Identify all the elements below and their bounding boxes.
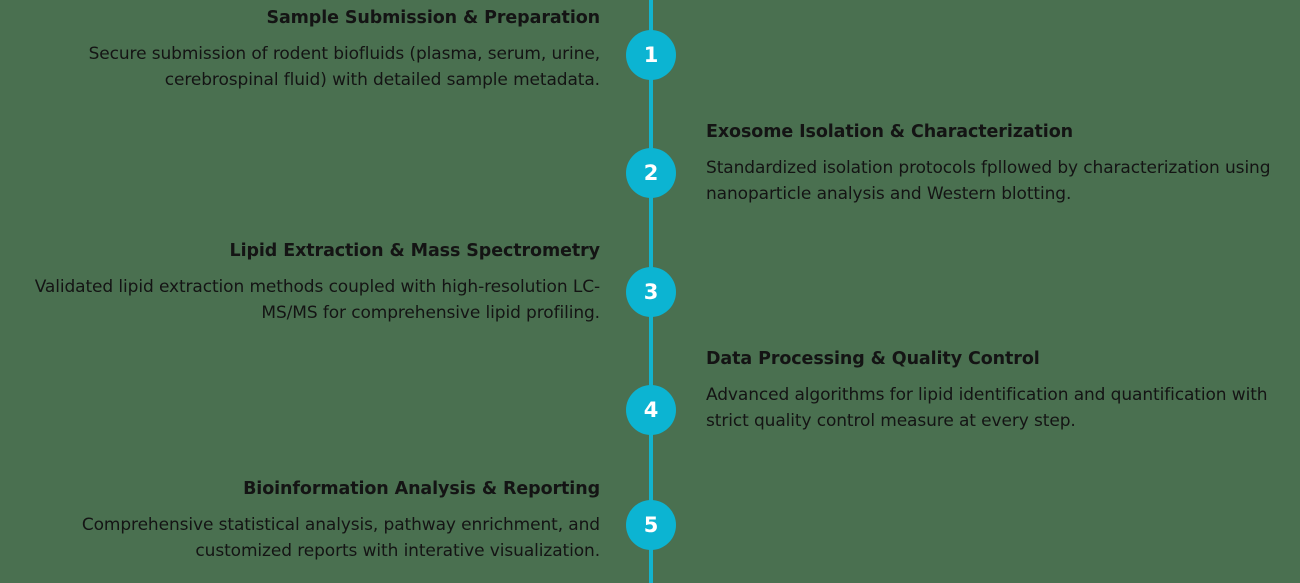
timeline-marker-4[interactable]: 4 — [626, 385, 676, 435]
timeline-step-4-content: Data Processing & Quality Control Advanc… — [706, 349, 1284, 435]
timeline-marker-3[interactable]: 3 — [626, 267, 676, 317]
timeline-step-5-title: Bioinformation Analysis & Reporting — [243, 479, 600, 499]
timeline-step-1-content: Sample Submission & Preparation Secure s… — [20, 8, 601, 94]
timeline-step-3-title: Lipid Extraction & Mass Spectrometry — [229, 241, 601, 261]
timeline-step-3-content: Lipid Extraction & Mass Spectrometry Val… — [20, 241, 600, 327]
timeline-step-2-title: Exosome Isolation & Characterization — [706, 122, 1073, 142]
timeline-step-4-description: Advanced algorithms for lipid identifica… — [706, 384, 1268, 431]
timeline-marker-2[interactable]: 2 — [626, 148, 676, 198]
timeline-step-5-content: Bioinformation Analysis & Reporting Comp… — [20, 479, 600, 565]
timeline-step-1-description: Secure submission of rodent biofluids (p… — [88, 43, 601, 90]
timeline-step-2-description: Standardized isolation protocols fpllowe… — [706, 157, 1271, 204]
timeline-step-3-description: Validated lipid extraction methods coupl… — [34, 276, 600, 323]
timeline-step-2-content: Exosome Isolation & Characterization Sta… — [706, 122, 1284, 208]
timeline-marker-5[interactable]: 5 — [626, 500, 676, 550]
timeline-step-1-title: Sample Submission & Preparation — [266, 8, 600, 28]
timeline-marker-1[interactable]: 1 — [626, 30, 676, 80]
timeline-step-4-title: Data Processing & Quality Control — [706, 349, 1040, 369]
timeline-step-5-description: Comprehensive statistical analysis, path… — [81, 514, 600, 561]
